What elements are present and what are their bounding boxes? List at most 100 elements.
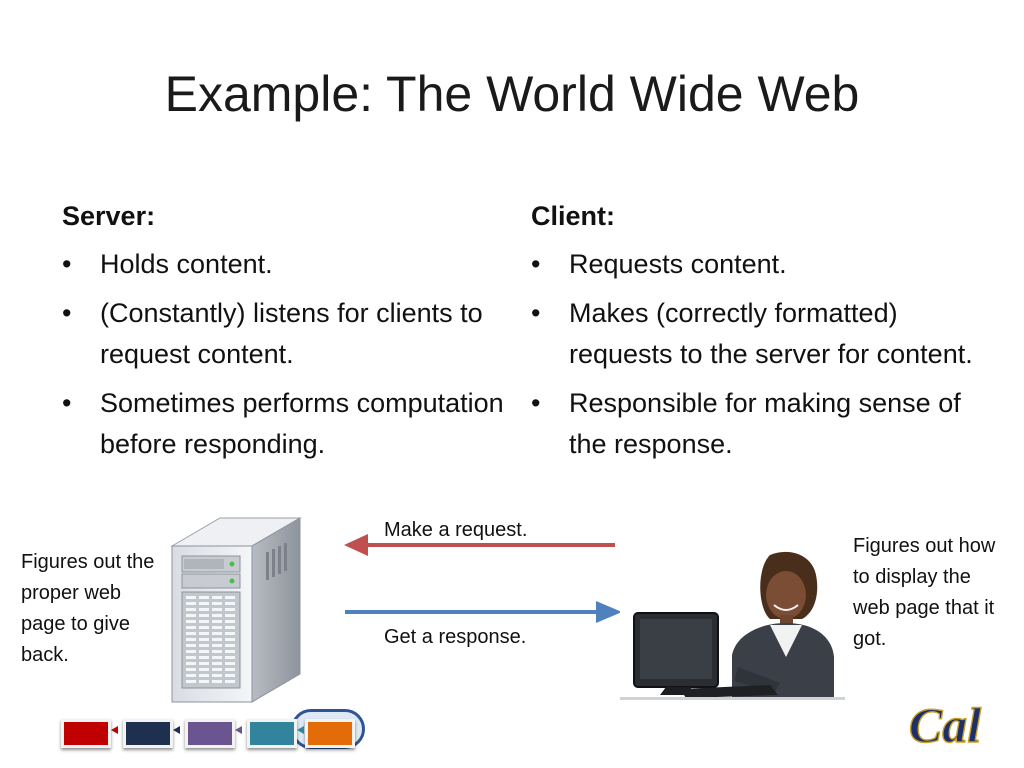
nav-step-2[interactable] bbox=[123, 719, 173, 748]
slide-title: Example: The World Wide Web bbox=[164, 66, 860, 122]
vent-slot bbox=[212, 662, 222, 665]
bullet-dot: • bbox=[62, 388, 72, 418]
vent-slot bbox=[225, 674, 235, 677]
vent-slot bbox=[186, 656, 196, 659]
vent-slot bbox=[186, 662, 196, 665]
vent-slot bbox=[212, 620, 222, 623]
server-bullet: • Holds content. bbox=[62, 244, 512, 285]
request-arrow bbox=[344, 534, 615, 556]
nav-step-5[interactable] bbox=[305, 719, 355, 748]
client-bullet-list: • Requests content. • Makes (correctly for… bbox=[531, 244, 981, 465]
vent-slot bbox=[199, 662, 209, 665]
server-bullet: • Sometimes performs computation before r… bbox=[62, 383, 512, 465]
vent-slot bbox=[225, 602, 235, 605]
vent-slot bbox=[199, 668, 209, 671]
vent-slot bbox=[225, 650, 235, 653]
vent-slot bbox=[212, 632, 222, 635]
cal-logo: Cal bbox=[908, 696, 982, 753]
vent-slot bbox=[225, 620, 235, 623]
client-note: Figures out how to display the web page … bbox=[853, 535, 996, 650]
vent-slot bbox=[225, 632, 235, 635]
vent-slot bbox=[186, 650, 196, 653]
bullet-dot: • bbox=[531, 298, 541, 328]
client-bullet-text: Makes (correctly formatted) requests to … bbox=[569, 298, 973, 369]
bullet-dot: • bbox=[62, 298, 72, 328]
response-arrow bbox=[345, 601, 622, 623]
vent-slot bbox=[212, 602, 222, 605]
vent-slot bbox=[212, 596, 222, 599]
vent-slot bbox=[225, 626, 235, 629]
vent-slot bbox=[225, 644, 235, 647]
client-bullet-text: Requests content. bbox=[569, 249, 787, 279]
nav-step-4[interactable] bbox=[247, 719, 297, 748]
vent-slot bbox=[212, 650, 222, 653]
vent-slot bbox=[186, 644, 196, 647]
vent-slot bbox=[212, 656, 222, 659]
server-bullet-text: (Constantly) listens for clients to requ… bbox=[100, 298, 483, 369]
vent-slot bbox=[199, 680, 209, 683]
bullet-dot: • bbox=[531, 388, 541, 418]
client-bullet: • Responsible for making sense of the res… bbox=[531, 383, 981, 465]
vent-slot bbox=[199, 614, 209, 617]
vent-slot bbox=[225, 608, 235, 611]
vent-slot bbox=[186, 632, 196, 635]
vent-slot bbox=[212, 644, 222, 647]
vent-slot bbox=[225, 656, 235, 659]
server-bullet-text: Sometimes performs computation before re… bbox=[100, 388, 504, 459]
vent-slot bbox=[199, 650, 209, 653]
vent-slot bbox=[186, 626, 196, 629]
vent-slot bbox=[186, 668, 196, 671]
vent-slot bbox=[199, 632, 209, 635]
vent-slot bbox=[212, 608, 222, 611]
vent-slot bbox=[199, 620, 209, 623]
nav-step-3[interactable] bbox=[185, 719, 235, 748]
server-bullet-text: Holds content. bbox=[100, 249, 273, 279]
request-label: Make a request. bbox=[384, 519, 528, 541]
vent-slot bbox=[212, 638, 222, 641]
vent-slot bbox=[212, 614, 222, 617]
server-bullet-list: • Holds content. • (Constantly) listens fo… bbox=[62, 244, 512, 465]
bullet-dot: • bbox=[531, 249, 541, 279]
server-tower-icon bbox=[170, 517, 302, 703]
server-bullet: • (Constantly) listens for clients to req… bbox=[62, 293, 512, 375]
server-vent-grid bbox=[186, 596, 235, 683]
cal-logo-wordmark: Cal bbox=[909, 697, 981, 753]
vent-slot bbox=[199, 644, 209, 647]
client-bullet-text: Responsible for making sense of the resp… bbox=[569, 388, 961, 459]
vent-slot bbox=[199, 656, 209, 659]
vent-slot bbox=[186, 674, 196, 677]
vent-slot bbox=[225, 614, 235, 617]
vent-slot bbox=[212, 626, 222, 629]
server-column: Server: • Holds content. • (Constantly) li… bbox=[62, 196, 512, 473]
client-bullet: • Makes (correctly formatted) requests to… bbox=[531, 293, 981, 375]
nav-arrow-icon bbox=[235, 726, 242, 734]
vent-slot bbox=[186, 608, 196, 611]
vent-slot bbox=[199, 674, 209, 677]
nav-step-arrows bbox=[111, 726, 304, 734]
nav-arrow-icon bbox=[297, 726, 304, 734]
nav-arrow-icon bbox=[173, 726, 180, 734]
vent-slot bbox=[225, 596, 235, 599]
client-column: Client: •Requests content. •Makes (corre… bbox=[531, 196, 981, 473]
request-response-arrows bbox=[344, 534, 622, 623]
vent-slot bbox=[186, 680, 196, 683]
vent-slot bbox=[199, 638, 209, 641]
vent-slot bbox=[225, 680, 235, 683]
vent-slot bbox=[212, 674, 222, 677]
vent-slot bbox=[186, 602, 196, 605]
vent-slot bbox=[199, 626, 209, 629]
response-label: Get a response. bbox=[384, 626, 527, 648]
slide-navigation-strip bbox=[55, 706, 375, 756]
server-heading: Server: bbox=[62, 201, 156, 231]
server-note: Figures out the proper web page to give … bbox=[21, 551, 155, 666]
vent-slot bbox=[186, 614, 196, 617]
vent-slot bbox=[225, 638, 235, 641]
vent-slot bbox=[212, 680, 222, 683]
bullet-dot: • bbox=[62, 249, 72, 279]
nav-step-1[interactable] bbox=[61, 719, 111, 748]
client-bullet: • Requests content. bbox=[531, 244, 981, 285]
vent-slot bbox=[225, 662, 235, 665]
vent-slot bbox=[186, 638, 196, 641]
vent-slot bbox=[212, 668, 222, 671]
vent-slot bbox=[225, 668, 235, 671]
